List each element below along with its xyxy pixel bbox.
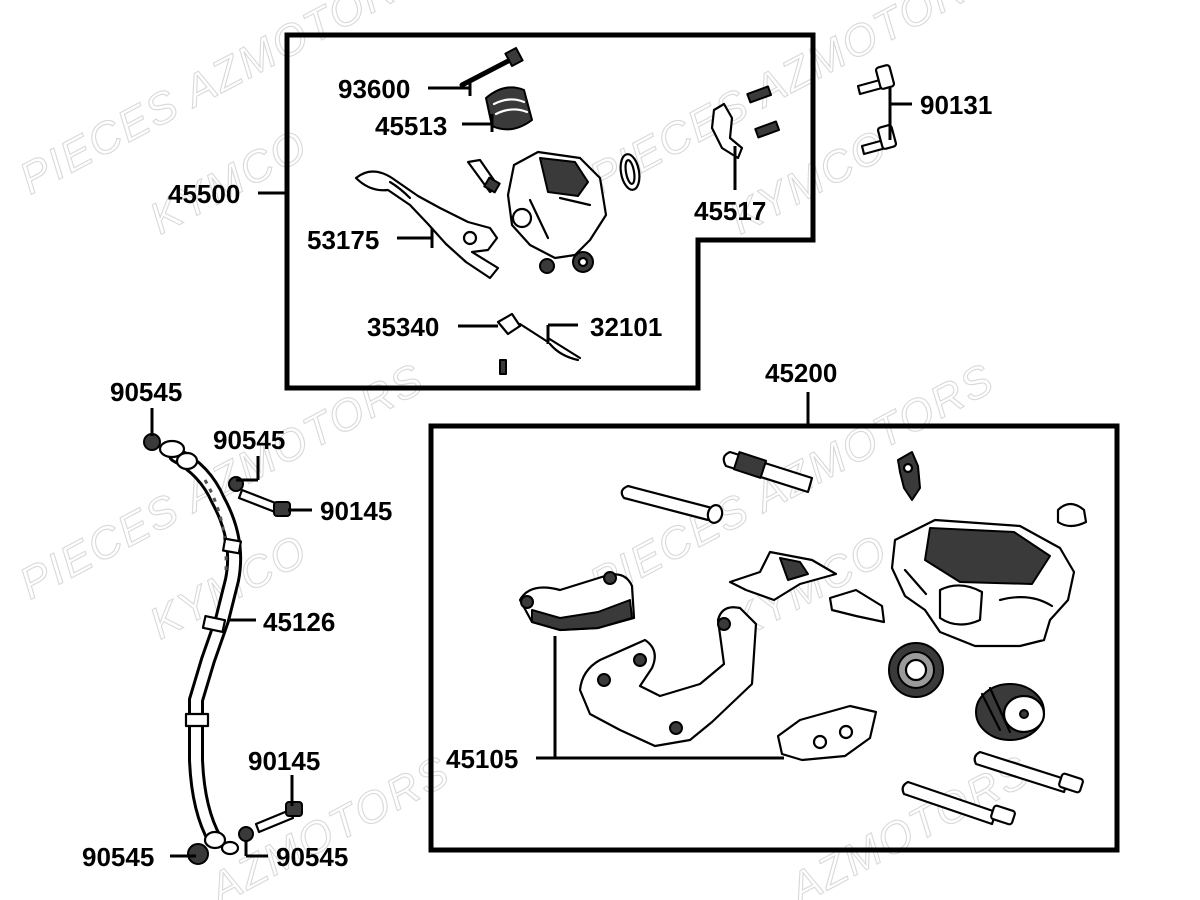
part-number-label: 93600	[338, 74, 410, 104]
caliper-assembly-box	[428, 423, 1120, 853]
pad-clip	[828, 588, 886, 624]
brake-pad-lower	[776, 704, 878, 762]
piston-seal	[888, 642, 944, 698]
brake-pad-upper	[518, 571, 636, 632]
bolts-90131	[856, 64, 898, 156]
master-cylinder-assembly-box	[284, 32, 816, 391]
brake-hose-45126	[158, 439, 243, 856]
brake-switch-35340	[496, 312, 582, 375]
part-number-label: 45517	[694, 196, 766, 226]
part-number-label: 35340	[367, 312, 439, 342]
part-number-label: 90545	[82, 842, 154, 872]
brake-lever-53175	[354, 170, 500, 280]
caliper-body	[890, 518, 1076, 648]
handlebar-clamp-45517	[710, 85, 781, 160]
copper-washers	[143, 433, 254, 865]
master-cylinder-body	[506, 150, 608, 274]
part-labels: 93600 45513 45500 53175 45517 90131 3534…	[82, 74, 992, 872]
o-ring	[619, 153, 641, 191]
mounting-bolt	[466, 158, 501, 194]
part-number-label: 90145	[320, 496, 392, 526]
watermark-text: AZMOTORS	[199, 746, 458, 900]
part-number-label: 45513	[375, 111, 447, 141]
part-number-label: 32101	[590, 312, 662, 342]
part-number-label: 90131	[920, 90, 992, 120]
part-number-label: 90545	[276, 842, 348, 872]
slide-pins	[620, 450, 814, 524]
part-number-label: 45200	[765, 358, 837, 388]
caliper-bracket	[578, 606, 758, 748]
part-number-label: 90545	[110, 377, 182, 407]
long-guide-pins	[901, 750, 1084, 826]
caliper-piston	[975, 683, 1046, 741]
anti-rattle-spring	[728, 550, 838, 602]
part-number-label: 90545	[213, 425, 285, 455]
banjo-bolt-upper	[237, 488, 291, 517]
rubber-boot-45513	[485, 86, 533, 131]
leader-lines	[150, 80, 912, 858]
part-number-label: 90145	[248, 746, 320, 776]
bolt-93600	[459, 47, 524, 88]
part-number-label: 45126	[263, 607, 335, 637]
part-number-label: 45500	[168, 179, 240, 209]
part-number-label: 45105	[446, 744, 518, 774]
banjo-bolt-lower	[254, 801, 303, 834]
part-number-label: 53175	[307, 225, 379, 255]
bleeder-cap	[1056, 502, 1088, 528]
bleeder-valve	[897, 451, 921, 501]
